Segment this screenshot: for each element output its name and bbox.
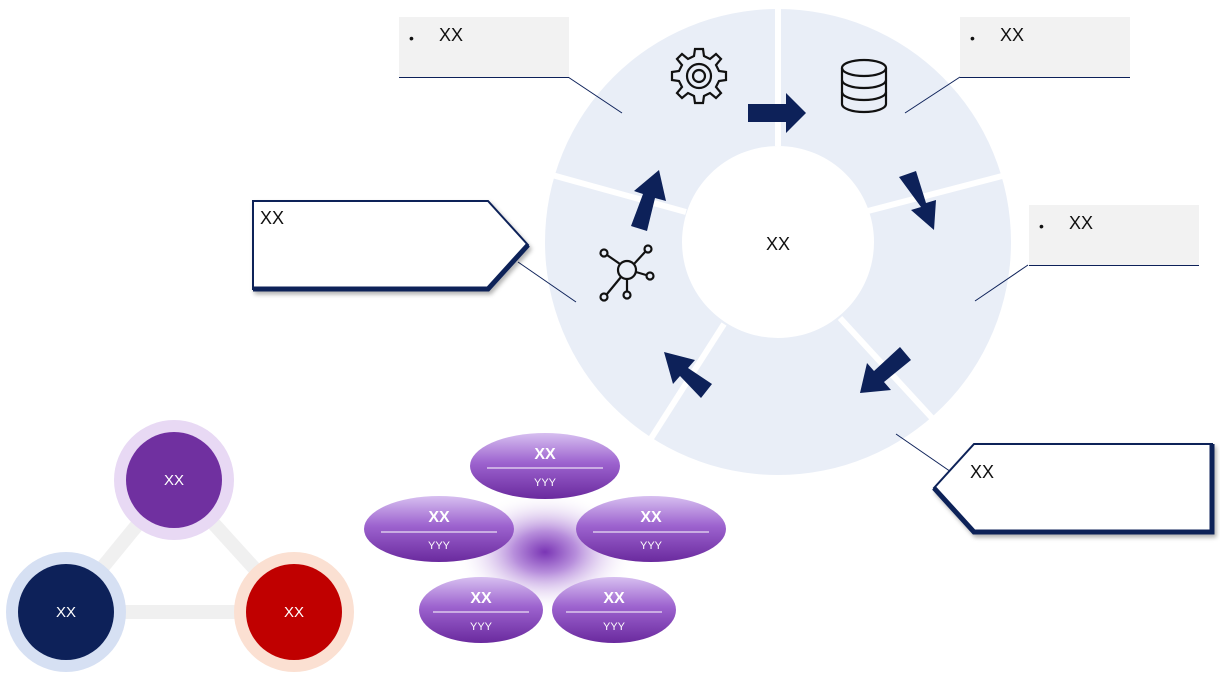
- triangle-network: [6, 420, 354, 672]
- arrow-down-left-icon: [860, 347, 911, 393]
- petal: [552, 577, 676, 643]
- ring-divider: [863, 172, 1007, 215]
- petal-subtitle: YYY: [639, 540, 662, 552]
- petal-title: XX: [640, 509, 662, 526]
- gear-icon: [670, 47, 728, 105]
- petal-title: XX: [470, 590, 492, 607]
- arrow-box-left-label: XX: [260, 208, 285, 228]
- leader-line: [904, 76, 961, 114]
- node-navy: [18, 564, 114, 660]
- petal-title: XX: [603, 590, 625, 607]
- arrow-box-right: [932, 443, 1215, 535]
- leader-lines: [517, 76, 1029, 475]
- petal-title: XX: [428, 509, 450, 526]
- cycle-center-label: XX: [765, 234, 790, 254]
- arrow-box-right-label: XX: [970, 462, 995, 482]
- callout-text: XX: [1069, 213, 1094, 233]
- callout-top-left: • XX: [399, 17, 569, 78]
- cycle-arrows: [631, 93, 936, 398]
- callout-right: • XX: [1029, 205, 1199, 266]
- node-navy-label: XX: [55, 604, 76, 621]
- arrow-up-left-icon: [664, 352, 712, 398]
- leader-line: [974, 264, 1029, 302]
- petal: [364, 496, 514, 562]
- node-purple-label: XX: [163, 472, 184, 489]
- network-icon: [599, 244, 655, 302]
- petal-subtitle: YYY: [469, 621, 492, 633]
- petal: [419, 577, 543, 643]
- bullet: •: [409, 30, 414, 46]
- petal: [470, 433, 620, 499]
- petal-subtitle: YYY: [602, 621, 625, 633]
- ring-divider: [551, 172, 687, 215]
- petal-subtitle: YYY: [533, 477, 556, 489]
- petal-title: XX: [534, 446, 556, 463]
- petal-subtitle: YYY: [427, 540, 450, 552]
- arrow-down-right-icon: [899, 171, 936, 230]
- callout-text: XX: [1000, 25, 1025, 45]
- leader-line: [895, 433, 955, 475]
- node-red-label: XX: [283, 604, 304, 621]
- petal-cluster: [364, 433, 726, 643]
- callout-top-right: • XX: [960, 17, 1130, 78]
- bullet: •: [970, 30, 975, 46]
- petal: [576, 496, 726, 562]
- node-purple: [126, 432, 222, 528]
- database-icon: [840, 58, 888, 114]
- leader-line: [517, 261, 577, 303]
- bullet: •: [1039, 218, 1044, 234]
- node-red: [246, 564, 342, 660]
- leader-line: [567, 76, 623, 114]
- arrow-box-left: [252, 200, 530, 292]
- callout-text: XX: [439, 25, 464, 45]
- arrow-up-right-icon: [631, 170, 666, 231]
- arrow-right-icon: [748, 93, 806, 133]
